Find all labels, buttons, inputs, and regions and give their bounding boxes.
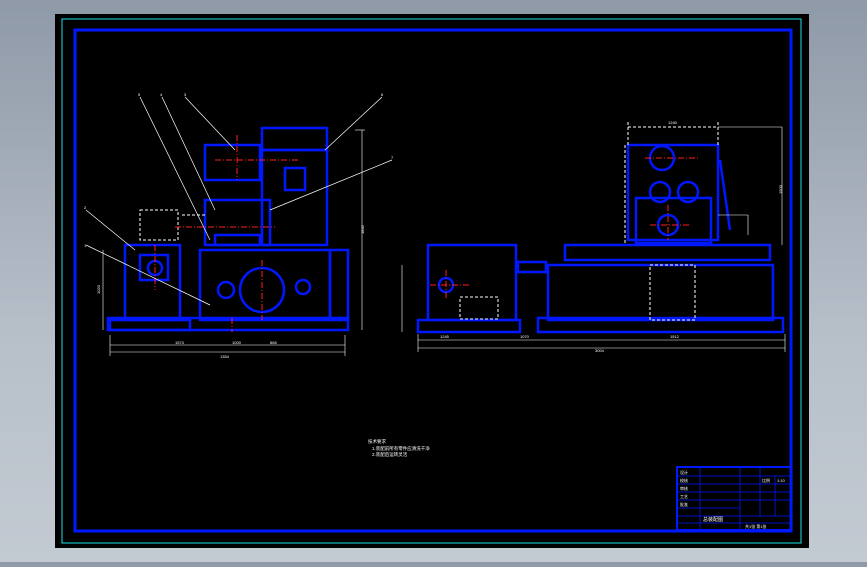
leader-5 <box>139 96 211 241</box>
tb-label-approve: 批准 <box>680 501 688 507</box>
callout-6: 6 <box>381 92 384 97</box>
tb-label-check: 校核 <box>680 477 688 483</box>
front-hidden-lines <box>139 209 205 241</box>
roller-left <box>648 180 672 204</box>
end-base <box>416 318 522 334</box>
dim-front-total: 1354 <box>220 354 230 359</box>
callout-4: 4 <box>160 92 163 97</box>
tb-scale: 1:10 <box>777 478 786 483</box>
inner-border <box>73 28 793 533</box>
upper-block <box>203 143 262 182</box>
dim-front-h-left: 1020 <box>96 284 101 294</box>
dim-front-a: 1574 <box>175 340 185 345</box>
dim-side-total: 3004 <box>595 348 605 353</box>
coupling <box>516 260 548 274</box>
callout-3: 3 <box>184 92 187 97</box>
motor-hidden <box>139 209 179 241</box>
tb-label-process: 工艺 <box>680 494 688 499</box>
leader-4 <box>161 96 216 211</box>
title-block: 设计 校核 审核 工艺 批准 总装配图 比例 1:10 共1张 第1张 <box>676 466 792 531</box>
hidden-column-inner <box>649 264 696 321</box>
bed-base <box>536 316 785 334</box>
bearing-right <box>294 278 312 296</box>
front-centerlines <box>154 135 300 332</box>
dim-front-b: 868 <box>270 340 277 345</box>
lever <box>718 159 732 231</box>
leader-3 <box>184 96 236 151</box>
tb-title: 总装配图 <box>703 516 723 523</box>
side-column <box>626 143 720 242</box>
callout-7: 7 <box>391 155 394 160</box>
dim-side-top: 1240 <box>668 120 678 125</box>
dim-front-h-right: 1845 <box>360 224 365 234</box>
front-dimensions <box>102 129 365 356</box>
roller-right <box>676 180 700 204</box>
dim-side-a: 1245 <box>440 334 450 339</box>
title-block-frame <box>676 466 792 531</box>
tb-scale-label: 比例 <box>762 477 770 483</box>
leader-7 <box>269 159 393 211</box>
side-dimensions <box>401 126 786 352</box>
gearbox-base <box>213 233 262 247</box>
motor-flange <box>138 253 170 282</box>
side-hidden-lines <box>459 122 719 321</box>
motor-stand <box>123 243 182 322</box>
part-callouts: 1 2 3 4 5 6 7 <box>84 92 394 248</box>
dim-front-c: 1000 <box>232 340 242 345</box>
dim-side-c: 1512 <box>670 334 680 339</box>
notes-heading: 技术要求 <box>368 438 386 445</box>
leader-2 <box>85 209 136 251</box>
side-centerlines <box>430 157 700 300</box>
tb-sheet: 共1张 第1张 <box>745 523 767 529</box>
base-plate <box>106 316 350 332</box>
control-panel <box>283 166 307 192</box>
dim-side-b: 1070 <box>520 334 530 339</box>
front-view <box>106 126 350 332</box>
callout-5: 5 <box>138 92 141 97</box>
side-frame <box>328 248 350 322</box>
bed-top <box>563 243 772 262</box>
callout-leaders <box>85 96 393 306</box>
callout-2: 2 <box>84 205 87 210</box>
notes-line-1: 1.装配前所有零件应清洗干净 <box>372 445 430 452</box>
outer-frame <box>61 18 802 544</box>
leader-6 <box>324 96 383 151</box>
callout-1: 1 <box>84 243 87 248</box>
notes-line-2: 2.装配后运转灵活 <box>372 451 408 458</box>
tb-label-design: 设计 <box>680 469 688 475</box>
dim-side-height: 1500 <box>778 184 783 194</box>
leader-1 <box>85 244 211 306</box>
dimension-texts: 1354 1574 868 1000 1020 1845 3004 1245 1… <box>96 120 783 359</box>
carriage <box>634 196 713 245</box>
bearing-left <box>216 280 236 300</box>
tb-label-review: 审核 <box>680 485 688 491</box>
column-cap <box>260 126 329 152</box>
technical-notes: 技术要求 1.装配前所有零件应清洗干净 2.装配后运转灵活 <box>368 438 430 458</box>
